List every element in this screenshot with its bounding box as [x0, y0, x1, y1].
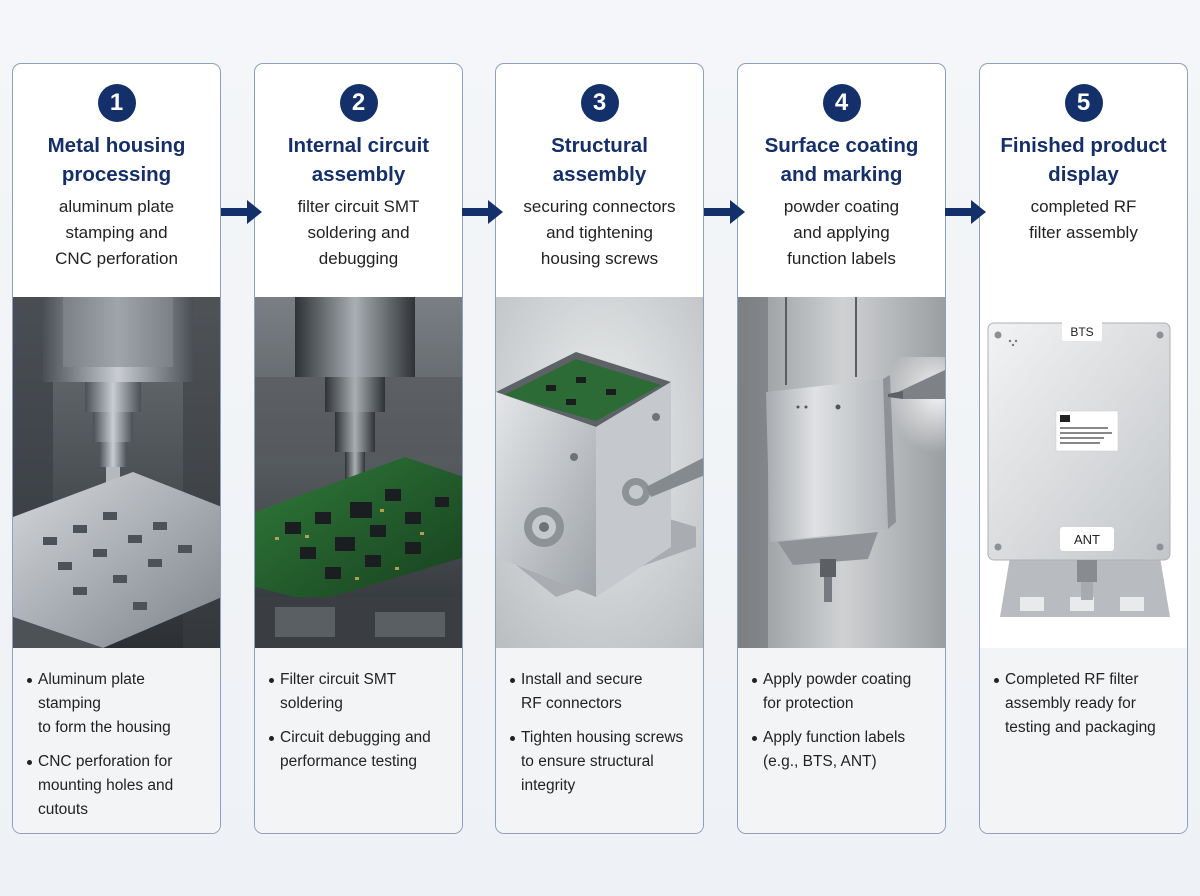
step-header: 5 Finished product display completed RF …: [980, 64, 1187, 297]
step-header: 3 Structural assembly securing connector…: [496, 64, 703, 297]
step-header: 1 Metal housing processing aluminum plat…: [13, 64, 220, 297]
step-title-line: Surface coating: [764, 134, 919, 157]
bullet-line: CNC perforation for: [38, 753, 173, 770]
ant-label: ANT: [1074, 532, 1100, 547]
bullet-line: for protection: [763, 695, 854, 712]
step-title: Internal circuit assembly: [255, 131, 462, 189]
step-title: Surface coating and marking: [738, 131, 945, 189]
bullet-line: Tighten housing screws: [521, 729, 684, 746]
bullet-line: soldering: [280, 695, 343, 712]
step-details: Apply powder coating for protection Appl…: [738, 648, 945, 833]
bullet-line: Aluminum plate stamping: [38, 671, 145, 712]
arrow-right-icon: [221, 200, 262, 224]
arrow-right-icon: [462, 200, 503, 224]
finished-product-photo: BTS ANT: [980, 297, 1187, 648]
arrow-right-icon: [945, 200, 986, 224]
step-subtitle-line: securing connectors: [523, 197, 676, 216]
step-subtitle-line: aluminum plate: [58, 197, 175, 216]
step-subtitle: securing connectors and tightening housi…: [496, 194, 703, 272]
step-title: Structural assembly: [496, 131, 703, 189]
bullet-line: Completed RF filter: [1005, 671, 1139, 688]
step-bullet: Tighten housing screws to ensure structu…: [510, 726, 691, 798]
bullet-line: mounting holes and: [38, 777, 174, 794]
step-header: 2 Internal circuit assembly filter circu…: [255, 64, 462, 297]
structural-assembly-photo: [496, 297, 703, 648]
step-subtitle-line: powder coating: [783, 197, 900, 216]
step-bullet: Install and secure RF connectors: [510, 668, 691, 716]
step-subtitle-line: debugging: [318, 249, 399, 268]
bullet-line: to ensure structural: [521, 753, 654, 770]
step-subtitle: completed RF filter assembly: [980, 194, 1187, 246]
arrow-right-icon: [704, 200, 745, 224]
step-card-1: 1 Metal housing processing aluminum plat…: [12, 63, 221, 834]
step-number-badge: 4: [822, 84, 861, 122]
step-card-4: 4 Surface coating and marking powder coa…: [737, 63, 946, 834]
bullet-line: Apply function labels: [763, 729, 906, 746]
bullet-line: Install and secure: [521, 671, 643, 688]
step-title-line: processing: [61, 163, 172, 186]
step-bullet: CNC perforation for mounting holes and c…: [27, 750, 208, 822]
step-subtitle-line: and applying: [793, 223, 890, 242]
powder-coating-photo: [738, 297, 945, 648]
step-bullet: Filter circuit SMT soldering: [269, 668, 450, 716]
step-number-badge: 1: [97, 84, 136, 122]
step-card-5: 5 Finished product display completed RF …: [979, 63, 1188, 834]
bullet-line: performance testing: [280, 753, 417, 770]
step-subtitle-line: soldering and: [307, 223, 410, 242]
step-bullet: Circuit debugging and performance testin…: [269, 726, 450, 774]
step-bullet: Aluminum plate stamping to form the hous…: [27, 668, 208, 740]
step-title-line: Metal housing: [47, 134, 186, 157]
step-number-badge: 3: [580, 84, 619, 122]
step-subtitle-line: function labels: [787, 249, 896, 268]
step-title-line: display: [1048, 163, 1119, 186]
step-card-3: 3 Structural assembly securing connector…: [495, 63, 704, 834]
step-header: 4 Surface coating and marking powder coa…: [738, 64, 945, 297]
step-title-line: assembly: [552, 163, 647, 186]
step-details: Install and secure RF connectors Tighten…: [496, 648, 703, 833]
step-title-line: Internal circuit: [287, 134, 430, 157]
step-subtitle-line: completed RF: [1030, 197, 1137, 216]
step-number-badge: 5: [1064, 84, 1103, 122]
step-subtitle-line: filter circuit SMT: [297, 197, 420, 216]
bullet-line: to form the housing: [38, 719, 171, 736]
step-title-line: assembly: [311, 163, 406, 186]
bullet-line: Circuit debugging and: [280, 729, 431, 746]
step-subtitle-line: filter assembly: [1029, 223, 1138, 242]
step-subtitle: aluminum plate stamping and CNC perforat…: [13, 194, 220, 272]
step-title-line: Finished product: [1000, 134, 1167, 157]
step-bullet: Apply powder coating for protection: [752, 668, 933, 716]
step-title-line: and marking: [780, 163, 903, 186]
bullet-line: integrity: [521, 777, 576, 794]
step-subtitle: powder coating and applying function lab…: [738, 194, 945, 272]
step-subtitle-line: housing screws: [540, 249, 659, 268]
smt-soldering-photo: [255, 297, 462, 648]
bullet-line: Filter circuit SMT: [280, 671, 397, 688]
step-details: Aluminum plate stamping to form the hous…: [13, 648, 220, 833]
step-bullet: Completed RF filter assembly ready for t…: [994, 668, 1175, 740]
step-subtitle-line: CNC perforation: [55, 249, 178, 268]
cnc-machining-photo: [13, 297, 220, 648]
step-details: Completed RF filter assembly ready for t…: [980, 648, 1187, 833]
bullet-line: RF connectors: [521, 695, 622, 712]
step-subtitle-line: stamping and: [65, 223, 168, 242]
step-number-badge: 2: [339, 84, 378, 122]
step-title-line: Structural: [551, 134, 648, 157]
bullet-line: (e.g., BTS, ANT): [763, 753, 877, 770]
bullet-line: cutouts: [38, 801, 88, 818]
step-card-2: 2 Internal circuit assembly filter circu…: [254, 63, 463, 834]
step-title: Finished product display: [980, 131, 1187, 189]
step-subtitle: filter circuit SMT soldering and debuggi…: [255, 194, 462, 272]
bullet-line: testing and packaging: [1005, 719, 1156, 736]
step-details: Filter circuit SMT soldering Circuit deb…: [255, 648, 462, 833]
bts-label: BTS: [1070, 325, 1093, 339]
step-title: Metal housing processing: [13, 131, 220, 189]
step-subtitle-line: and tightening: [546, 223, 653, 242]
step-bullet: Apply function labels (e.g., BTS, ANT): [752, 726, 933, 774]
bullet-line: assembly ready for: [1005, 695, 1136, 712]
bullet-line: Apply powder coating: [763, 671, 912, 688]
